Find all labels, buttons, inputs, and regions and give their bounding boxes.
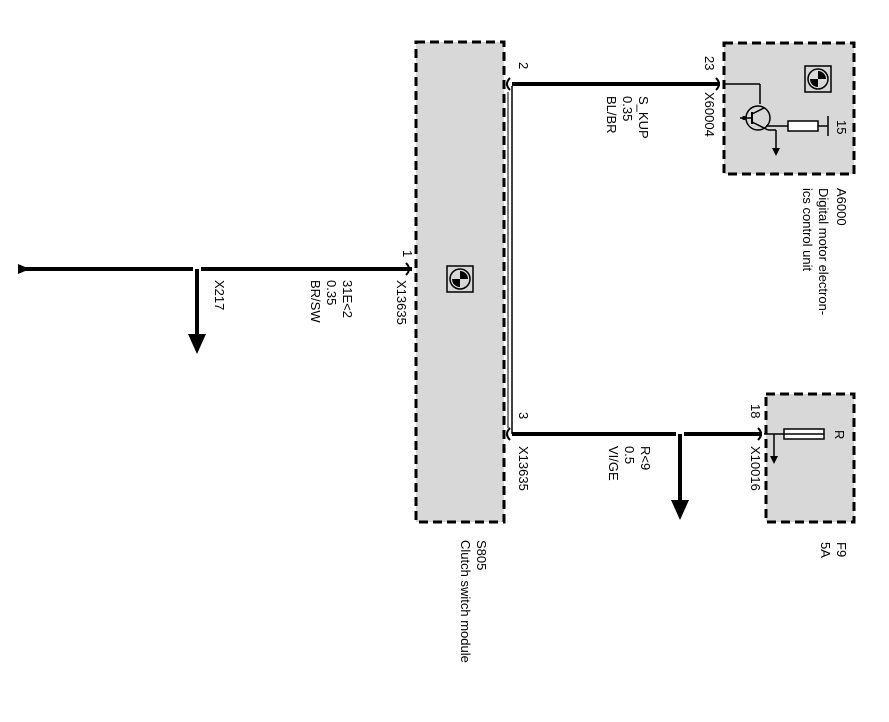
fuse-rating-label: 5A: [818, 542, 833, 558]
dme-name-line2: ics control unit: [800, 188, 815, 272]
wire-continuation-arrow: [18, 264, 30, 274]
fuse-pin-r-label: R: [832, 430, 847, 440]
wire-r9-branch: [671, 429, 689, 520]
ground-branch-x217: [188, 264, 206, 354]
pin-3-mark: [506, 427, 511, 441]
fuse-ref-label: F9: [834, 542, 849, 558]
dme-ref-label: A6000: [834, 188, 849, 226]
gauge-05-label: 0.5: [622, 446, 637, 465]
pin-1-mark: [405, 262, 410, 276]
dme-name-line1: Digital motor electron-: [816, 188, 831, 316]
pin-23-label: 23: [702, 56, 717, 71]
fuse-box[interactable]: [764, 392, 856, 524]
gauge-035-top-label: 0.35: [620, 96, 635, 122]
bmw-logo-icon: [446, 265, 474, 293]
pin-2-mark: [506, 77, 511, 91]
connector-x13635-bottom-label: X13635: [516, 446, 531, 491]
pin-18-mark: [757, 427, 762, 441]
color-bl-br-label: BL/BR: [604, 96, 619, 134]
resistor-icon: [766, 116, 829, 136]
signal-s-kup-label: S_KUP: [636, 96, 651, 139]
dme-control-unit-box[interactable]: [722, 41, 856, 176]
pin-15-label: 15: [834, 120, 849, 135]
signal-31e-label: 31E<2: [340, 280, 355, 318]
signal-r9-label: R<9: [638, 446, 653, 471]
pin-3-label: 3: [516, 412, 531, 420]
pin-18-label: 18: [748, 404, 763, 419]
color-br-sw-label: BR/SW: [308, 280, 323, 323]
ground-x217-label: X217: [212, 280, 227, 311]
module-name-label: Clutch switch module: [458, 540, 473, 663]
pin-2-label: 2: [516, 62, 531, 70]
module-ref-label: S805: [474, 540, 489, 571]
pin-1-label: 1: [400, 250, 415, 258]
color-vi-ge-label: VI/GE: [606, 446, 621, 481]
gauge-035-left-label: 0.35: [324, 280, 339, 306]
connector-x10016-label: X10016: [748, 446, 763, 491]
fuse-element-icon: [764, 428, 825, 464]
transistor-icon: [724, 83, 780, 156]
connector-x60004-label: X60004: [702, 92, 717, 137]
pin-23-mark: [715, 77, 720, 91]
connector-x13635-left-label: X13635: [394, 280, 409, 325]
bmw-logo-icon-dme: [804, 65, 832, 93]
